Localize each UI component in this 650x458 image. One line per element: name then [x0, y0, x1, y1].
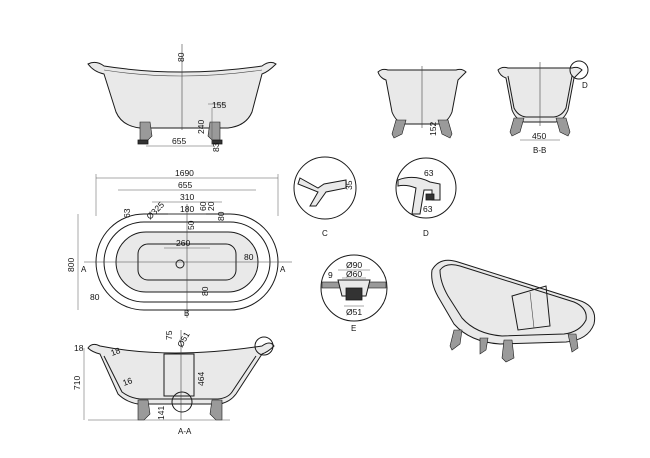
detail-d-dim-side: 63 — [423, 204, 433, 214]
plan-dim-20: 20 — [206, 201, 216, 211]
plan-dim-50: 50 — [186, 220, 196, 230]
perspective-backrest-crease — [529, 291, 535, 329]
section-aa-inner — [103, 355, 257, 400]
detail-e-dim-mid: Ø60 — [346, 269, 362, 279]
front-leg-right — [207, 121, 221, 143]
front-dim-leg-right: 155 — [212, 100, 226, 110]
detail-c-dim: 35 — [344, 180, 354, 190]
section-bb-leg-left — [509, 117, 525, 137]
section-bb-detail-callout: D — [582, 81, 588, 90]
section-aa-dim-75: 75 — [164, 330, 174, 340]
detail-e-drain-neck — [345, 287, 363, 301]
section-aa-dim-height: 710 — [72, 376, 82, 390]
perspective-backrest — [511, 285, 551, 331]
plan-dim-180: 180 — [180, 204, 194, 214]
front-elevation: 80 155 240 655 83 — [87, 44, 277, 152]
section-aa-leg-left — [137, 399, 151, 421]
detail-d-rim-block — [425, 193, 435, 201]
detail-e-circle — [320, 254, 388, 322]
plan-dim-80-bottom: 80 — [200, 286, 210, 296]
section-bb-detail-circle — [569, 60, 589, 80]
plan-view: 1690 655 310 180 60 20 80 63 Ø325 50 260… — [66, 168, 292, 318]
plan-dim-310: 310 — [180, 192, 194, 202]
section-aa-dim-464: 464 — [196, 372, 206, 386]
perspective-view — [431, 259, 596, 363]
detail-e-dim-outer: Ø90 — [346, 260, 362, 270]
section-bb-dim-width: 450 — [532, 131, 546, 141]
section-aa-leg-right — [209, 399, 223, 421]
plan-section-b: B — [184, 309, 189, 318]
front-dim-leg-spacing: 655 — [172, 136, 186, 146]
plan-dim-60: 60 — [198, 201, 208, 211]
section-aa-label: A-A — [178, 427, 192, 436]
section-bb: 450 B-B D — [497, 60, 589, 155]
detail-d-label: D — [423, 229, 429, 238]
plan-dim-width: 800 — [66, 258, 76, 272]
perspective-leg-back-left — [479, 337, 489, 355]
plan-dim-80-top: 80 — [216, 211, 226, 221]
perspective-leg-front-left — [449, 329, 463, 351]
side-leg-left — [391, 119, 407, 139]
detail-d-profile — [397, 176, 441, 215]
front-dim-leg-height: 240 — [196, 120, 206, 134]
perspective-rim — [439, 264, 587, 337]
front-dim-top: 80 — [176, 52, 186, 62]
side-leg-right — [437, 119, 453, 139]
section-aa-dim-wall-top: 18 — [109, 345, 122, 358]
detail-d: 63 63 D — [395, 157, 457, 238]
plan-section-a-left: A — [81, 265, 87, 274]
detail-e-dim-9: 9 — [328, 270, 333, 280]
section-aa-dim-drain: Ø51 — [175, 330, 192, 349]
section-bb-leg-right — [555, 117, 571, 137]
front-foot-left — [137, 139, 149, 145]
detail-d-dim-top: 63 — [424, 168, 434, 178]
detail-c-profile — [297, 177, 347, 207]
perspective-leg-back-right — [567, 333, 579, 353]
section-bb-label: B-B — [533, 146, 546, 155]
plan-dim-80-left: 80 — [90, 292, 100, 302]
front-rim-line — [103, 69, 263, 77]
detail-e-dim-bottom: Ø51 — [346, 307, 362, 317]
section-aa-back-panel — [163, 353, 195, 397]
section-aa-detail-circle — [254, 336, 274, 356]
detail-e: Ø90 Ø60 Ø51 9 E — [320, 254, 388, 333]
section-aa-dim-wall-low: 16 — [121, 375, 134, 388]
side-dim-leg: 152 — [428, 122, 438, 136]
plan-dim-drain: Ø325 — [144, 199, 166, 221]
section-aa: 18 18 16 710 75 Ø51 464 141 A-A — [72, 330, 275, 436]
section-aa-drain-circle — [171, 391, 193, 413]
section-aa-dim-leg: 141 — [156, 406, 166, 420]
plan-dim-length: 1690 — [175, 168, 194, 178]
detail-c-circle — [293, 156, 357, 220]
plan-dim-inner: 655 — [178, 180, 192, 190]
detail-c: 35 C — [293, 156, 357, 238]
front-dim-leg-foot: 83 — [211, 142, 221, 152]
detail-e-label: E — [351, 324, 356, 333]
front-leg-left — [139, 121, 153, 143]
plan-drain — [175, 259, 185, 269]
side-elevation: 152 — [377, 66, 467, 139]
plan-dim-260: 260 — [176, 238, 190, 248]
perspective-leg-front-right — [501, 339, 515, 363]
plan-dim-80-right: 80 — [244, 252, 254, 262]
detail-d-circle — [395, 157, 457, 219]
detail-c-label: C — [322, 229, 328, 238]
plan-section-a-right: A — [280, 265, 286, 274]
plan-dim-63: 63 — [122, 208, 132, 218]
section-aa-dim-rim: 18 — [74, 343, 84, 353]
